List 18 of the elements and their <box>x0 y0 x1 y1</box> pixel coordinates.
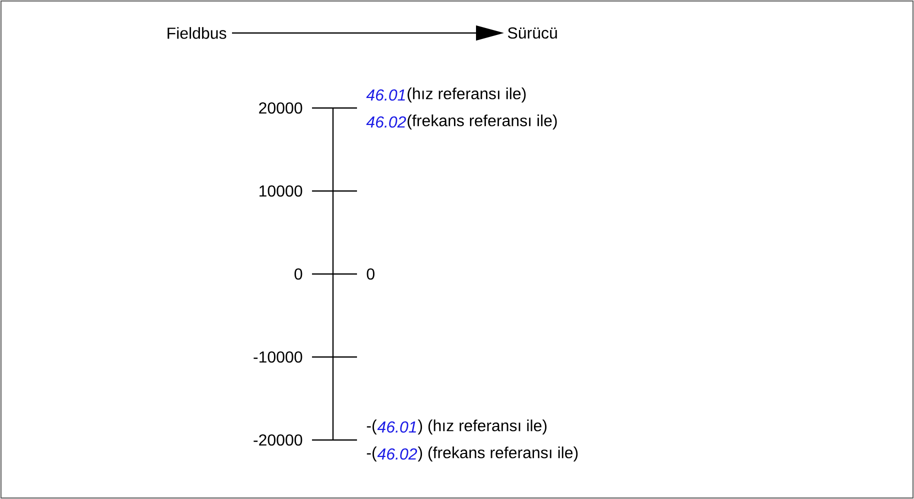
tick-label: 10000 <box>260 185 302 197</box>
parameter-number: 46.02 <box>377 448 418 460</box>
tick-label: 0 <box>294 268 302 280</box>
parameter-number: 46.02 <box>366 116 406 128</box>
scale-label: ) (hız referansı ile) <box>418 420 546 434</box>
parameter-number: 46.01 <box>377 421 416 433</box>
scale-label: -( <box>366 446 377 462</box>
tick-label: -20000 <box>254 434 302 446</box>
scale-label: (hız referansı ile) <box>408 88 526 102</box>
scale-label: (frekans referansı ile) <box>408 114 557 130</box>
text-label: Fieldbus <box>168 27 226 39</box>
scale-label: 0 <box>366 268 374 280</box>
scale-label: ) (frekans referansı ile) <box>418 446 578 462</box>
tick-label: -10000 <box>254 351 302 363</box>
parameter-number: 46.01 <box>366 89 405 101</box>
scale-label: -( <box>366 420 377 434</box>
text-label: Sürücü <box>508 27 557 39</box>
tick-label: 20000 <box>259 102 302 114</box>
